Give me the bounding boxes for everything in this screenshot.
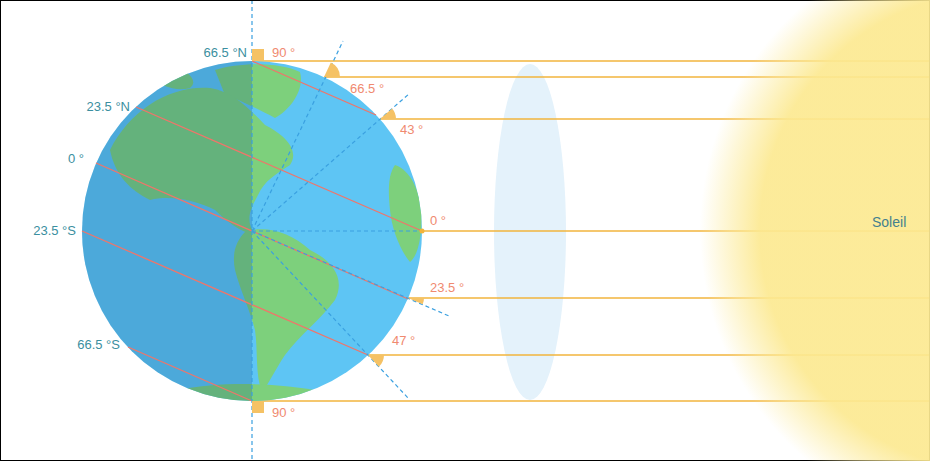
- normal-line: [252, 230, 422, 231]
- right-angle-mark: [252, 49, 264, 61]
- angle-label: 0 °: [430, 213, 446, 228]
- angle-marks: [252, 49, 425, 413]
- angle-wedge: [324, 63, 340, 78]
- angle-wedge: [380, 109, 396, 120]
- latitude-line: [136, 107, 422, 231]
- latitude-label: 23.5 °S: [33, 223, 76, 238]
- sun-shape: Soleil: [700, 0, 930, 461]
- sun-label: Soleil: [872, 214, 906, 230]
- contact-dot: [420, 229, 425, 234]
- normal-line: [252, 231, 409, 399]
- angle-wedge: [368, 355, 384, 367]
- latitude-line: [82, 231, 368, 355]
- latitude-label: 66.5 °S: [77, 337, 120, 352]
- normals: [252, 0, 449, 461]
- angle-wedge: [408, 298, 424, 304]
- orbit-ellipse: [494, 64, 566, 400]
- normal-line: [252, 93, 410, 231]
- right-angle-mark: [252, 401, 264, 413]
- angle-label: 90 °: [272, 45, 295, 60]
- normal-line: [252, 231, 449, 316]
- africa: [389, 165, 422, 262]
- angle-label: 90 °: [272, 405, 295, 420]
- angle-label: 66.5 °: [350, 81, 384, 96]
- angle-label: 47 °: [392, 333, 415, 348]
- angle-label: 43 °: [400, 122, 423, 137]
- angle-label: 23.5 °: [430, 280, 464, 295]
- normal-line: [252, 41, 343, 231]
- latitude-label: 23.5 °N: [86, 99, 130, 114]
- latitude-label: 0 °: [68, 151, 84, 166]
- latitude-label: 66.5 °N: [203, 45, 247, 60]
- latitude-line: [128, 347, 252, 401]
